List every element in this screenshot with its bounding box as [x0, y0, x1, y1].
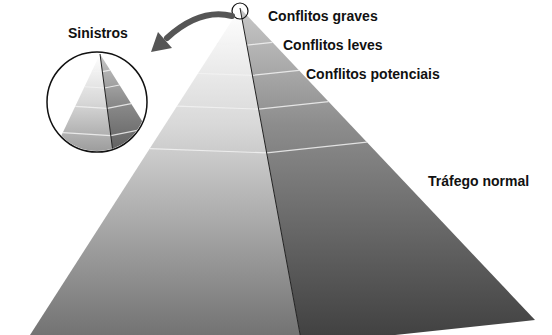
zoom-arrow [167, 14, 232, 38]
callout-label: Sinistros [68, 25, 128, 41]
pyramid-part [100, 54, 118, 190]
pyramid-part [85, 85, 120, 88]
pyramid-part [150, 142, 367, 153]
pyramid-part [240, 8, 535, 335]
pyramid-part [92, 70, 110, 72]
pyramid-part [63, 128, 147, 135]
level-label: Conflitos potenciais [306, 66, 440, 82]
pyramid-part [100, 54, 178, 190]
pyramid-part [198, 70, 299, 75]
zoom-arrowhead [151, 32, 172, 52]
pyramid-part [240, 8, 302, 335]
level-label: Conflitos leves [283, 37, 383, 53]
level-label: Tráfego normal [428, 173, 529, 189]
pyramid-part [75, 104, 131, 109]
level-label: Conflitos graves [268, 8, 378, 24]
pyramid-part [217, 42, 273, 45]
pyramid-part [177, 102, 329, 110]
